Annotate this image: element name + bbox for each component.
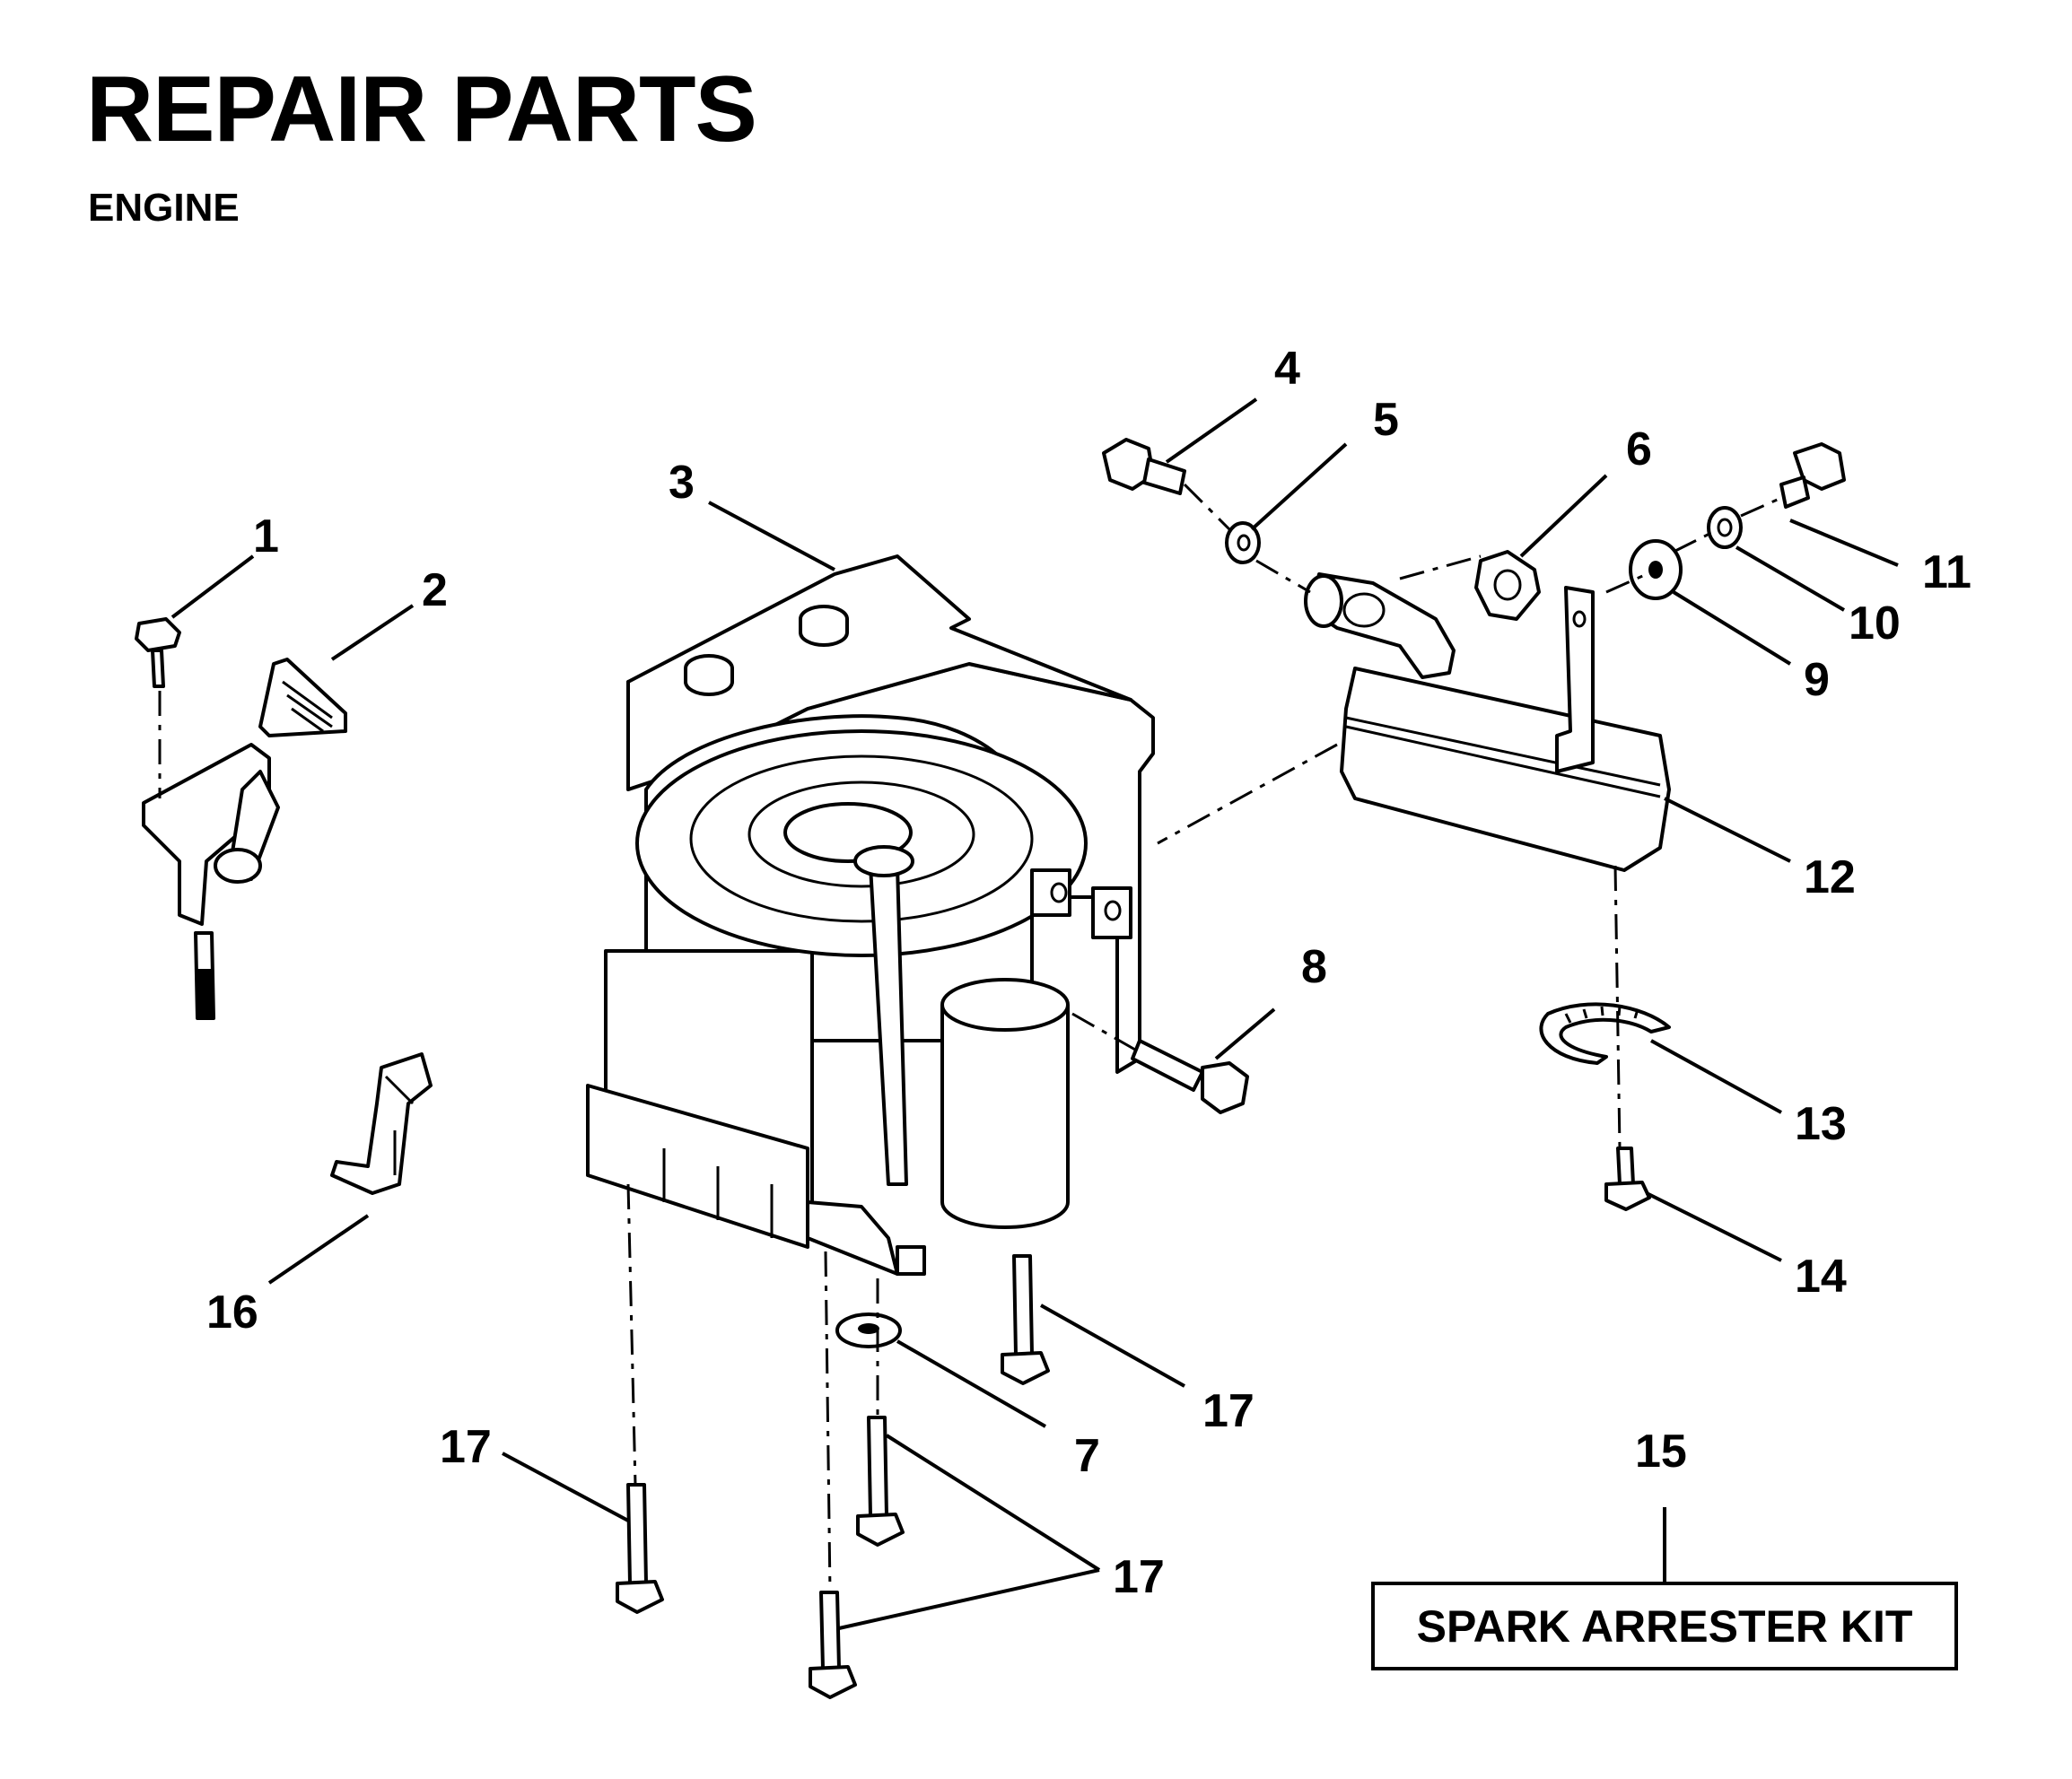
part-17-bolt-c — [616, 1483, 664, 1614]
part-14-screw — [1604, 1147, 1651, 1211]
callout-13: 13 — [1795, 1098, 1847, 1150]
callout-4: 4 — [1274, 343, 1300, 395]
part-1-bolt — [135, 617, 181, 688]
part-6-gasket — [1474, 550, 1541, 621]
callout-6: 6 — [1626, 423, 1652, 475]
part-7-starwasher — [835, 1312, 902, 1348]
part-16-clip — [330, 1052, 433, 1195]
page-title: REPAIR PARTS — [86, 57, 757, 161]
callouts: 1 2 3 4 5 6 7 8 9 10 11 12 13 14 15 16 1… — [206, 343, 1971, 1603]
callout-9: 9 — [1804, 654, 1830, 706]
spark-arrester-kit-label: SPARK ARRESTER KIT — [1417, 1601, 1913, 1652]
part-2-throttle-bracket — [142, 658, 347, 1020]
leader-lines — [170, 397, 1899, 1630]
callout-17-left: 17 — [440, 1421, 492, 1473]
part-12-muffler — [1340, 586, 1671, 872]
part-5-washer — [1225, 521, 1261, 564]
page-subtitle: ENGINE — [88, 186, 240, 230]
callout-17-bottom: 17 — [1113, 1551, 1165, 1603]
callout-15: 15 — [1635, 1426, 1687, 1478]
part-11-bolt — [1779, 442, 1846, 509]
spark-arrester-kit-box: SPARK ARRESTER KIT — [1371, 1582, 1958, 1670]
exhaust-pipe — [1304, 572, 1456, 679]
callout-14: 14 — [1795, 1251, 1847, 1303]
part-17-bolt-d — [809, 1591, 857, 1699]
callout-7: 7 — [1074, 1430, 1100, 1482]
part-13-spark-arrester — [1539, 1002, 1671, 1065]
engine-assembly — [586, 554, 1155, 1276]
alignment-lines — [158, 483, 1782, 1593]
callout-3: 3 — [669, 457, 695, 509]
callout-8: 8 — [1301, 941, 1327, 993]
part-9-washer — [1629, 539, 1683, 600]
callout-11: 11 — [1922, 546, 1971, 598]
callout-10: 10 — [1849, 597, 1901, 650]
callout-17-right: 17 — [1202, 1385, 1255, 1437]
callout-16: 16 — [206, 1286, 258, 1339]
part-17-bolt-a — [1001, 1254, 1050, 1385]
part-17-bolts — [616, 1254, 1050, 1699]
part-8-bolt — [1131, 1039, 1249, 1114]
callout-12: 12 — [1804, 851, 1856, 903]
part-17-bolt-b — [856, 1416, 905, 1547]
callout-1: 1 — [253, 510, 279, 562]
callout-2: 2 — [422, 564, 448, 616]
part-10-lockwasher — [1707, 506, 1743, 549]
callout-5: 5 — [1373, 394, 1399, 446]
part-4-bolt — [1102, 438, 1186, 495]
